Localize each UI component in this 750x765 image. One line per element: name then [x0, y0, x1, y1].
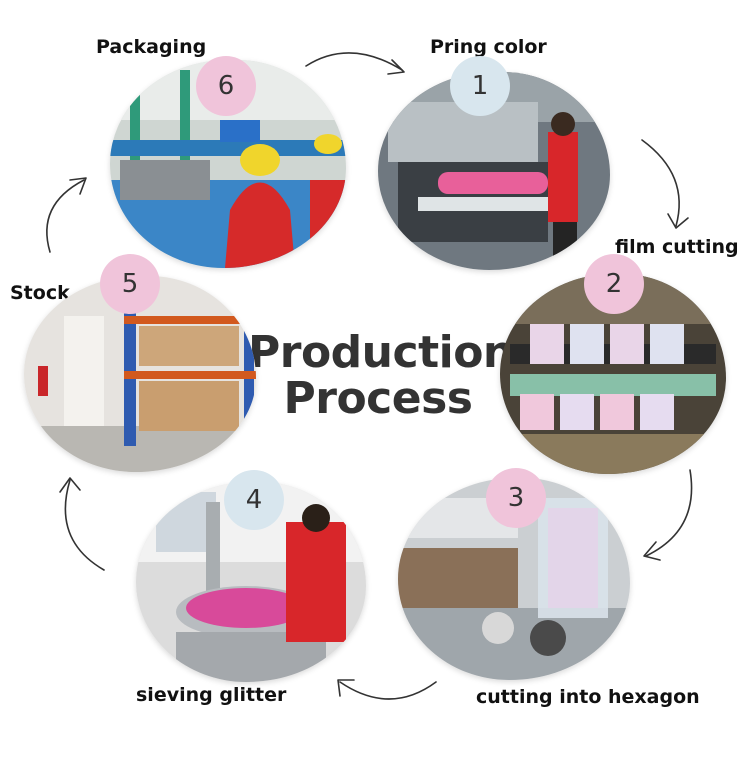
arrow-3-to-4-head — [337, 679, 355, 697]
arrow-1-to-2-head — [667, 213, 689, 229]
arrow-6-to-1-head — [387, 59, 405, 75]
step-2-label: film cutting — [615, 236, 739, 258]
title-line-2: Process — [283, 373, 473, 424]
title-line-1: Production — [248, 327, 514, 378]
step-1-badge: 1 — [450, 56, 510, 116]
arrow-2-to-3-head — [643, 541, 661, 561]
arrow-2-to-3 — [645, 469, 693, 557]
step-5-badge: 5 — [100, 254, 160, 314]
arrow-5-to-6-head — [69, 177, 87, 195]
arrow-5-to-6 — [46, 179, 85, 253]
arrow-3-to-4 — [339, 681, 437, 700]
arrow-6-to-1 — [305, 52, 403, 71]
step-4-label: sieving glitter — [136, 684, 287, 706]
step-1-label: Pring color — [430, 36, 547, 58]
step-6-badge: 6 — [196, 56, 256, 116]
step-2-badge: 2 — [584, 254, 644, 314]
step-4-badge: 4 — [224, 470, 284, 530]
step-3-label: cutting into hexagon — [476, 686, 700, 708]
step-6-label: Packaging — [96, 36, 207, 58]
step-5-label: Stock — [10, 282, 70, 304]
arrow-1-to-2 — [641, 139, 680, 227]
arrow-4-to-5-head — [59, 477, 81, 493]
arrow-4-to-5 — [64, 479, 105, 571]
step-3-badge: 3 — [486, 468, 546, 528]
diagram-title: Production Process — [248, 327, 514, 424]
